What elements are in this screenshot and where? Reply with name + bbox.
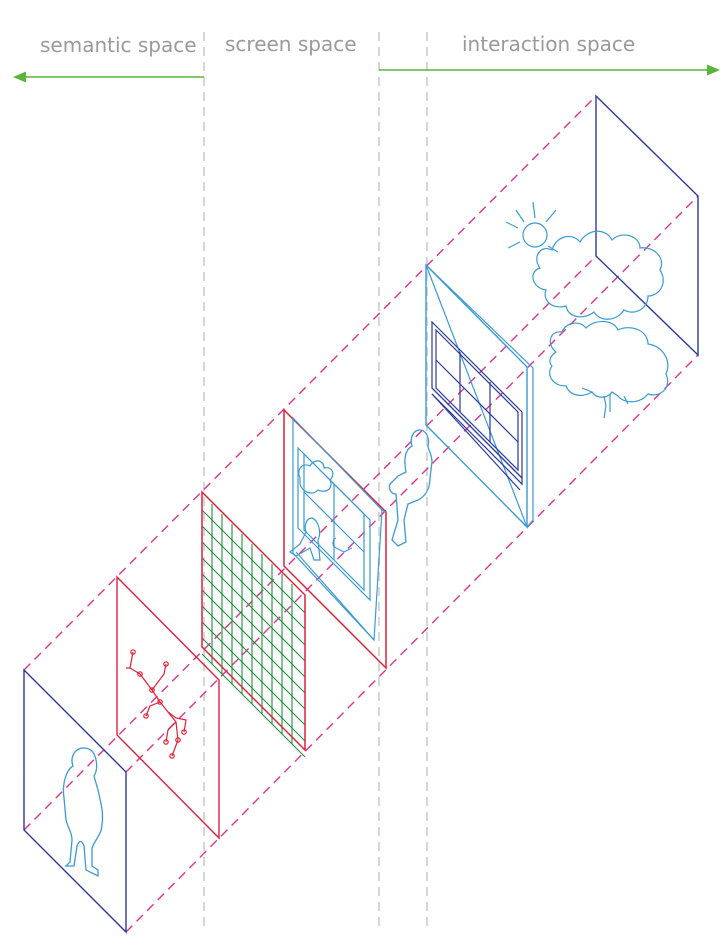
pixel-grid-icon — [202, 504, 305, 757]
grid-layer — [202, 492, 305, 757]
sun-cloud-tree-icon — [506, 202, 668, 418]
skeleton-graph-icon — [126, 650, 186, 758]
label-semantic-space: semantic space — [40, 33, 197, 57]
standing-person-icon — [63, 748, 102, 876]
arrow-right-interaction — [379, 65, 720, 76]
room-window-layer — [426, 265, 533, 527]
person-standing-layer — [24, 670, 126, 932]
screen-scene-layer — [284, 410, 386, 668]
window-room-icon — [432, 322, 522, 490]
projection-beam — [24, 96, 698, 932]
label-interaction-space: interaction space — [462, 32, 635, 56]
label-screen-space: screen space — [225, 32, 357, 56]
outdoor-layer — [506, 96, 698, 418]
arrow-left-semantic — [13, 72, 204, 83]
seated-person-icon — [389, 430, 432, 546]
